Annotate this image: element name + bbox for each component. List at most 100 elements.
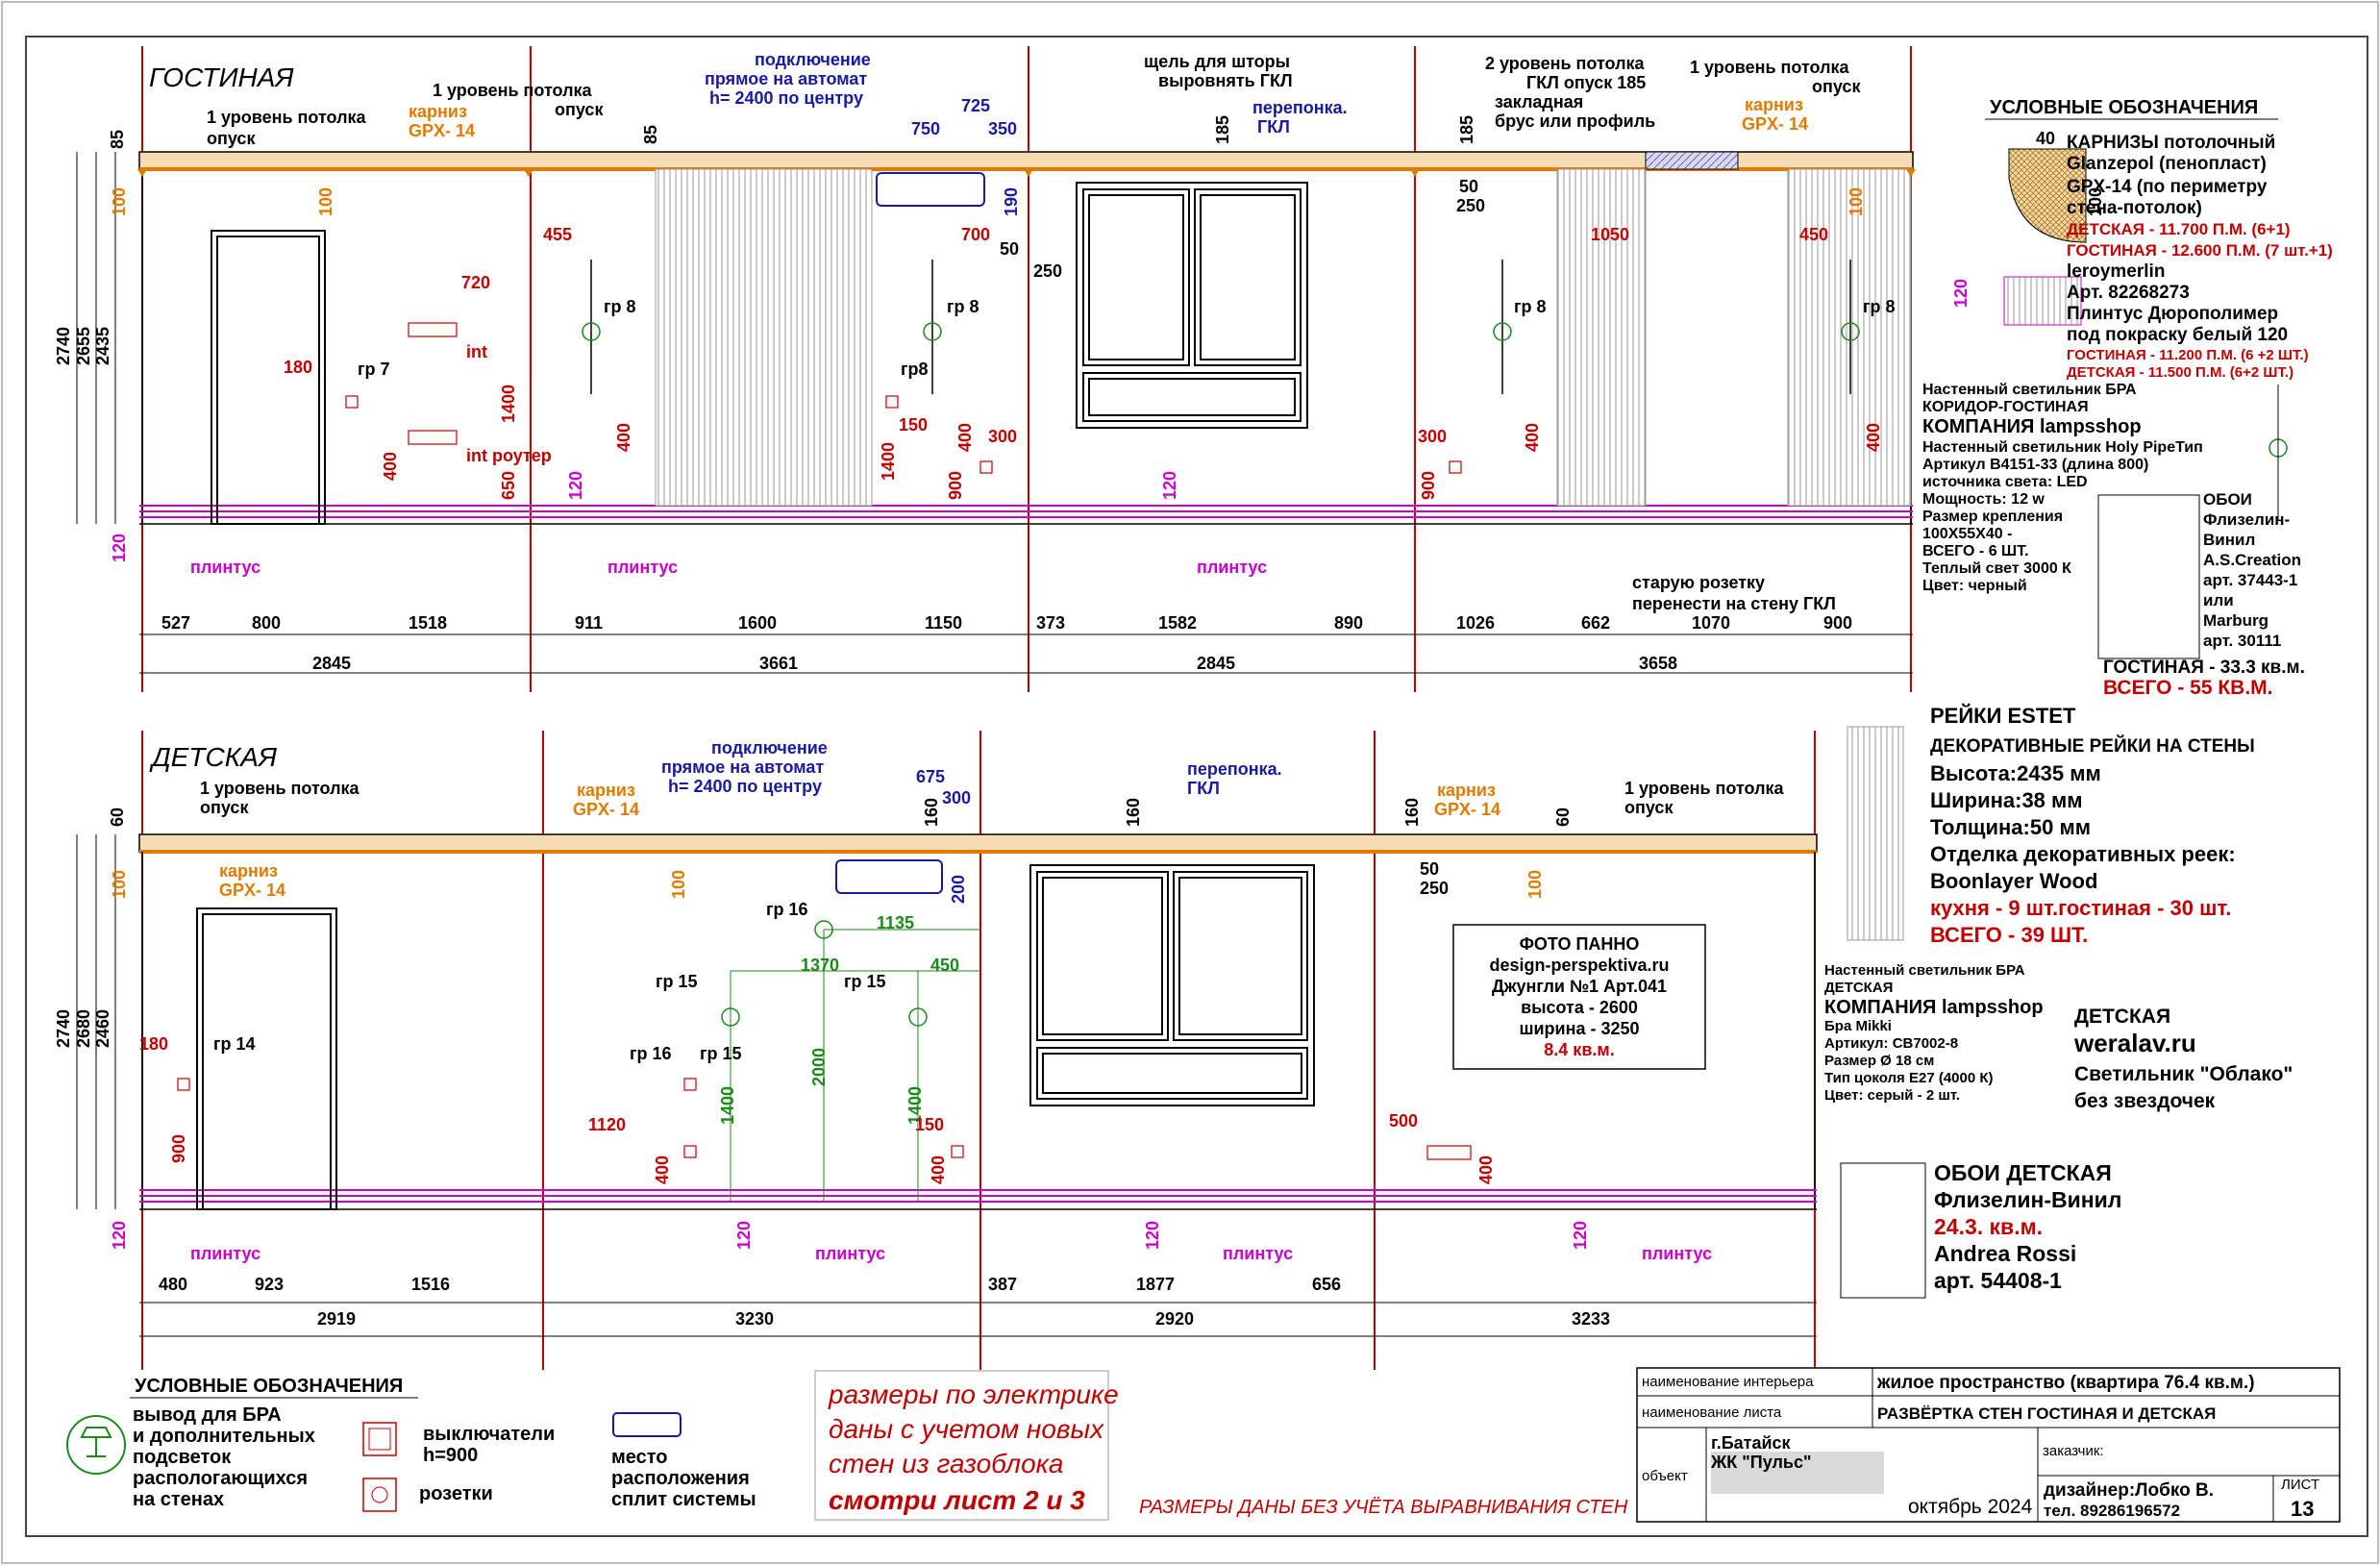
dim-text: 400 <box>955 423 975 452</box>
group-label: гр 15 <box>700 1044 742 1063</box>
slats-swatch <box>1847 726 1904 941</box>
tb-value: ЖК "Пульс" <box>1710 1453 1812 1472</box>
wallpaper-spec: ОБОИ Флизелин- Винил A.S.Creation арт. 3… <box>2103 490 2305 699</box>
cornice-label: карниз <box>1437 781 1496 800</box>
spec-line: Настенный светильник БРА <box>1922 382 2137 398</box>
dim-text: 120 <box>1571 1221 1590 1250</box>
dim-text: 3230 <box>735 1309 774 1329</box>
cornice-label: карниз <box>219 861 278 881</box>
sconce-outlet-icon <box>66 1415 126 1475</box>
right-legend-panel: УСЛОВНЫЕ ОБОЗНАЧЕНИЯ 40 100 120 КАРНИЗЫ … <box>1824 97 2333 1299</box>
dim-text: 250 <box>1456 196 1485 215</box>
note-text: старую розетку <box>1632 573 1765 592</box>
wallpaper-swatch <box>2097 494 2200 659</box>
note-text: ГКЛ <box>1257 117 1290 137</box>
spec-line: арт. 54408-1 <box>1934 1268 2062 1293</box>
tb-value: жилое пространство (квартира 76.4 кв.м.) <box>1876 1373 2255 1393</box>
dim-text: 100 <box>110 187 129 216</box>
note-text: перепонка. <box>1187 759 1282 779</box>
dim-text: 300 <box>1418 427 1447 446</box>
photo-line: design-perspektiva.ru <box>1489 956 1669 975</box>
dim-text: 185 <box>1457 115 1476 144</box>
dim-text: 120 <box>110 1221 129 1250</box>
dim-text: 100 <box>1847 187 1866 216</box>
kids-lamp-spec: Настенный светильник БРА ДЕТСКАЯ КОМПАНИ… <box>1824 962 2044 1104</box>
dim-text: 2845 <box>1197 654 1235 673</box>
spec-line: Флизелин-Винил <box>1934 1187 2121 1212</box>
socket-icon <box>362 1478 397 1512</box>
bottom-dims: 527 800 1518 911 1600 1150 373 1582 890 … <box>161 613 1852 673</box>
title-values: жилое пространство (квартира 76.4 кв.м.)… <box>1710 1373 2314 1521</box>
spec-line: weralav.ru <box>2073 1029 2196 1057</box>
ceiling-band <box>138 833 1818 853</box>
dim-text: 890 <box>1334 613 1363 633</box>
spec-line: ДЕТСКАЯ <box>1824 980 1893 996</box>
cornice-dims: 100 100 100 <box>110 870 1545 899</box>
spec-line: Размер Ø 18 см <box>1824 1053 1934 1069</box>
dim-text: 450 <box>1799 225 1828 244</box>
dim-text: 350 <box>988 119 1017 138</box>
cornice-label: GPX- 14 <box>1434 800 1500 819</box>
tb-value: тел. 89286196572 <box>2044 1502 2180 1520</box>
note-text: опуск <box>200 798 249 817</box>
spec-line: Артикул: CB7002-8 <box>1824 1035 1958 1052</box>
dim-text: 150 <box>899 415 928 435</box>
legend-title: УСЛОВНЫЕ ОБОЗНАЧЕНИЯ <box>135 1376 403 1397</box>
cornice-profile-icon <box>2008 148 2087 243</box>
dim-text: 911 <box>575 613 603 633</box>
dim-text: 160 <box>1402 798 1422 827</box>
plinth-label: плинтус <box>190 558 260 577</box>
dim-text: 400 <box>653 1155 672 1184</box>
plinth-profile-icon <box>2003 276 2082 326</box>
dim-text: 3233 <box>1572 1309 1610 1329</box>
dim-text: 923 <box>255 1275 284 1294</box>
legend-text: на стенах <box>133 1489 224 1510</box>
legend-text: розетки <box>419 1483 493 1504</box>
legend-items: вывод для БРА и дополнительных подсветок… <box>133 1404 756 1510</box>
dim-text: 100 <box>110 870 129 899</box>
spec-line: ОБОИ <box>2203 490 2252 509</box>
dim-text: 656 <box>1312 1275 1341 1294</box>
window-unit <box>1076 182 1308 429</box>
dim-text: 400 <box>1523 423 1542 452</box>
spec-line: Светильник "Облако" <box>2074 1063 2293 1085</box>
tb-value: г.Батайск <box>1711 1433 1792 1453</box>
note-text: ГКЛ опуск 185 <box>1526 73 1646 92</box>
group-label: гр 14 <box>213 1034 256 1054</box>
tb-value: РАЗВЁРТКА СТЕН ГОСТИНАЯ И ДЕТСКАЯ <box>1877 1404 2216 1423</box>
dim-text: 50 <box>1420 859 1439 879</box>
spec-line: Отделка декоративных реек: <box>1930 842 2236 866</box>
dim-text: 100 <box>316 187 335 216</box>
dim-text: 1400 <box>905 1086 925 1125</box>
kids-wallpaper-swatch <box>1840 1162 1926 1299</box>
group-label: гр 8 <box>1863 297 1896 316</box>
spec-line: арт. 37443-1 <box>2203 571 2297 589</box>
socket-icons <box>345 322 1462 474</box>
dim-text: 1150 <box>925 613 962 633</box>
cornice-label: GPX- 14 <box>409 121 475 140</box>
socket-label: int роутер <box>466 446 552 465</box>
legend-text: вывод для БРА <box>133 1404 282 1426</box>
green-dims: 1135 1370 450 2000 1400 1400 <box>718 913 959 1125</box>
plinth-label: плинтус <box>1197 558 1267 577</box>
dim-text: 160 <box>1124 798 1143 827</box>
door-opening <box>196 907 337 1210</box>
tb-label: наименование листа <box>1642 1404 1782 1421</box>
green-dim-lines <box>730 929 980 1202</box>
dim-text: 800 <box>252 613 281 633</box>
plinth-dims: 120 120 120 120 плинтус плинтус плинтус … <box>110 1221 1712 1263</box>
dim-text: 2680 <box>74 1009 93 1048</box>
ceiling-notes: 1 уровень потолка опуск 1 уровень потолк… <box>207 52 1861 613</box>
spec-line: Артикул B4151-33 (длина 800) <box>1922 457 2148 473</box>
group-label: гр 8 <box>1514 297 1547 316</box>
legend-text: и дополнительных <box>133 1426 315 1447</box>
group-label: гр 16 <box>630 1044 672 1063</box>
dim-text: 120 <box>734 1221 754 1250</box>
dim-text: 2655 <box>74 327 93 365</box>
spec-line: ВСЕГО - 6 ШТ. <box>1922 543 2029 559</box>
spec-line: Размер крепления <box>1922 509 2063 525</box>
dim-text: 3658 <box>1639 654 1677 673</box>
legend-title: УСЛОВНЫЕ ОБОЗНАЧЕНИЯ <box>1990 97 2258 118</box>
dim-text: 480 <box>159 1275 187 1294</box>
